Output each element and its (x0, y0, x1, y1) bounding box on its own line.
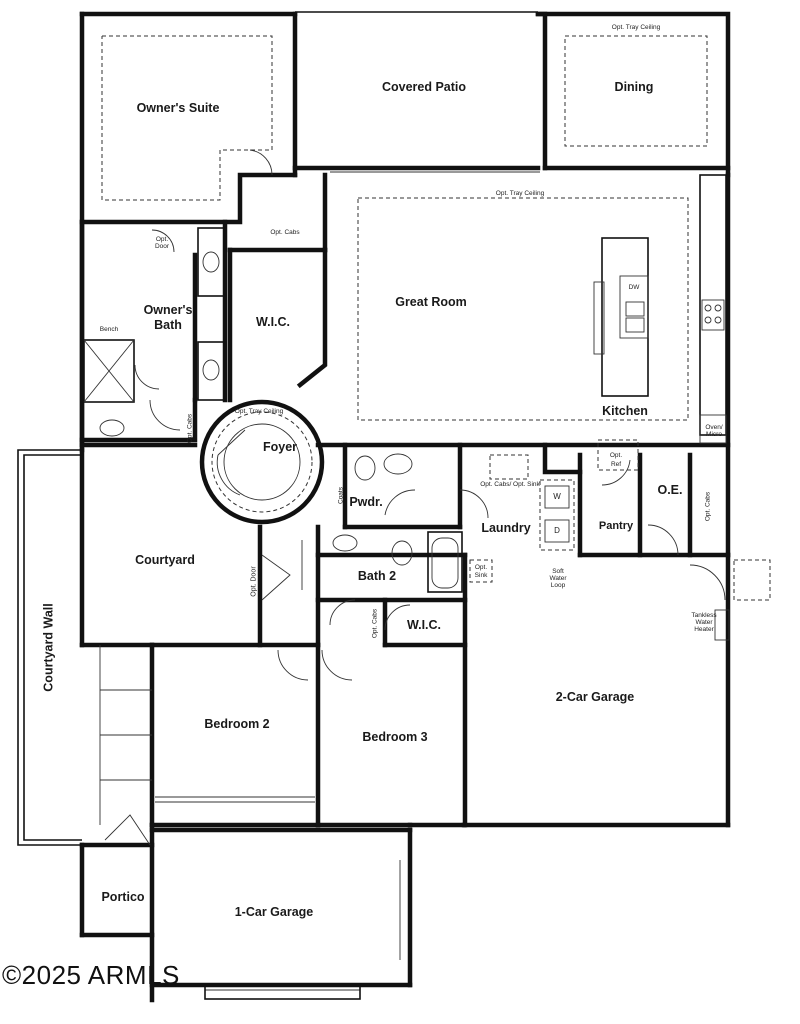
opt-ref-note-1: Opt. (609, 452, 623, 459)
tankless-water-heater-note-1: Tankless (691, 612, 717, 619)
opt-ref-note-2: Ref (610, 461, 622, 468)
kitchen-label: Kitchen (602, 404, 648, 418)
interior-walls (79, 11, 731, 1003)
dryer-note: D (554, 526, 560, 535)
owners-bath-label-2: Bath (154, 318, 182, 332)
owners-bath-label-1: Owner's (143, 303, 193, 317)
kitchen-fixtures (593, 174, 727, 471)
bench-note: Bench (99, 326, 119, 333)
foyer-tray-ceiling-note: Opt. Tray Ceiling (234, 408, 284, 415)
foyer-rotunda (199, 399, 325, 525)
copyright-watermark: ©2025 ARMLS (2, 960, 180, 990)
door-swings (104, 149, 771, 846)
owners-entry-label: O.E. (657, 483, 683, 497)
tankless-water-heater-note-3: Heater (694, 626, 714, 633)
soft-water-loop-note-2: Water (549, 575, 567, 582)
dishwasher-note: DW (628, 284, 640, 291)
foyer-label: Foyer (262, 440, 298, 454)
great-room-label: Great Room (395, 295, 467, 309)
owners-suite-label: Owner's Suite (136, 101, 220, 115)
dining-label: Dining (614, 80, 654, 94)
two-car-garage-label: 2-Car Garage (555, 690, 635, 704)
soft-water-loop-note-1: Soft (552, 568, 564, 575)
courtyard-wall-label: Courtyard Wall (41, 603, 56, 692)
coats-note: Coats (337, 487, 345, 504)
courtyard-opt-door-note: Opt. Door (250, 566, 258, 597)
bath-2-label: Bath 2 (357, 569, 397, 583)
bedroom-2-label: Bedroom 2 (204, 717, 270, 731)
oven-micro-note-2: Micro (706, 431, 722, 438)
courtyard-wall-outline (17, 449, 152, 846)
one-car-garage-label: 1-Car Garage (234, 905, 314, 919)
portico-label: Portico (101, 890, 145, 904)
courtyard-label: Courtyard (135, 553, 195, 567)
great-room-tray-ceiling-note: Opt. Tray Ceiling (495, 190, 545, 197)
soft-water-loop-note-3: Loop (550, 582, 566, 589)
bedroom-3-wic-label: W.I.C. (406, 618, 442, 632)
pantry-label: Pantry (598, 520, 634, 532)
dining-tray-ceiling-note: Opt. Tray Ceiling (611, 24, 661, 31)
hall-opt-cabs-note: Opt. Cabs (270, 229, 300, 236)
oe-opt-cabs-note: Opt. Cabs (704, 491, 712, 522)
laundry-label: Laundry (481, 521, 531, 535)
bath-fixtures (83, 227, 730, 641)
wic-opt-cabs-note: Opt. Cabs (371, 608, 379, 639)
oven-micro-note-1: Oven/ (705, 424, 723, 431)
garage-opt-sink-note-1: Opt. (474, 564, 488, 571)
bedroom-3-label: Bedroom 3 (362, 730, 428, 744)
covered-patio-label: Covered Patio (381, 80, 467, 94)
tray-ceiling-outlines (101, 35, 708, 421)
powder-room-label: Pwdr. (349, 495, 383, 509)
tankless-water-heater-note-2: Water (695, 619, 713, 626)
windows (155, 171, 540, 1000)
washer-note: W (553, 492, 561, 501)
garage-opt-sink-note-2: Sink (474, 572, 488, 579)
bath-opt-cabs-note: Opt. Cabs (186, 413, 194, 444)
bath-opt-door-note-2: Door (154, 243, 170, 250)
laundry-opt-cabs-sink-note: Opt. Cabs/ Opt. Sink (480, 481, 540, 488)
owner-wic-label: W.I.C. (255, 315, 291, 329)
bath-opt-door-note-1: Opt. (155, 236, 169, 243)
